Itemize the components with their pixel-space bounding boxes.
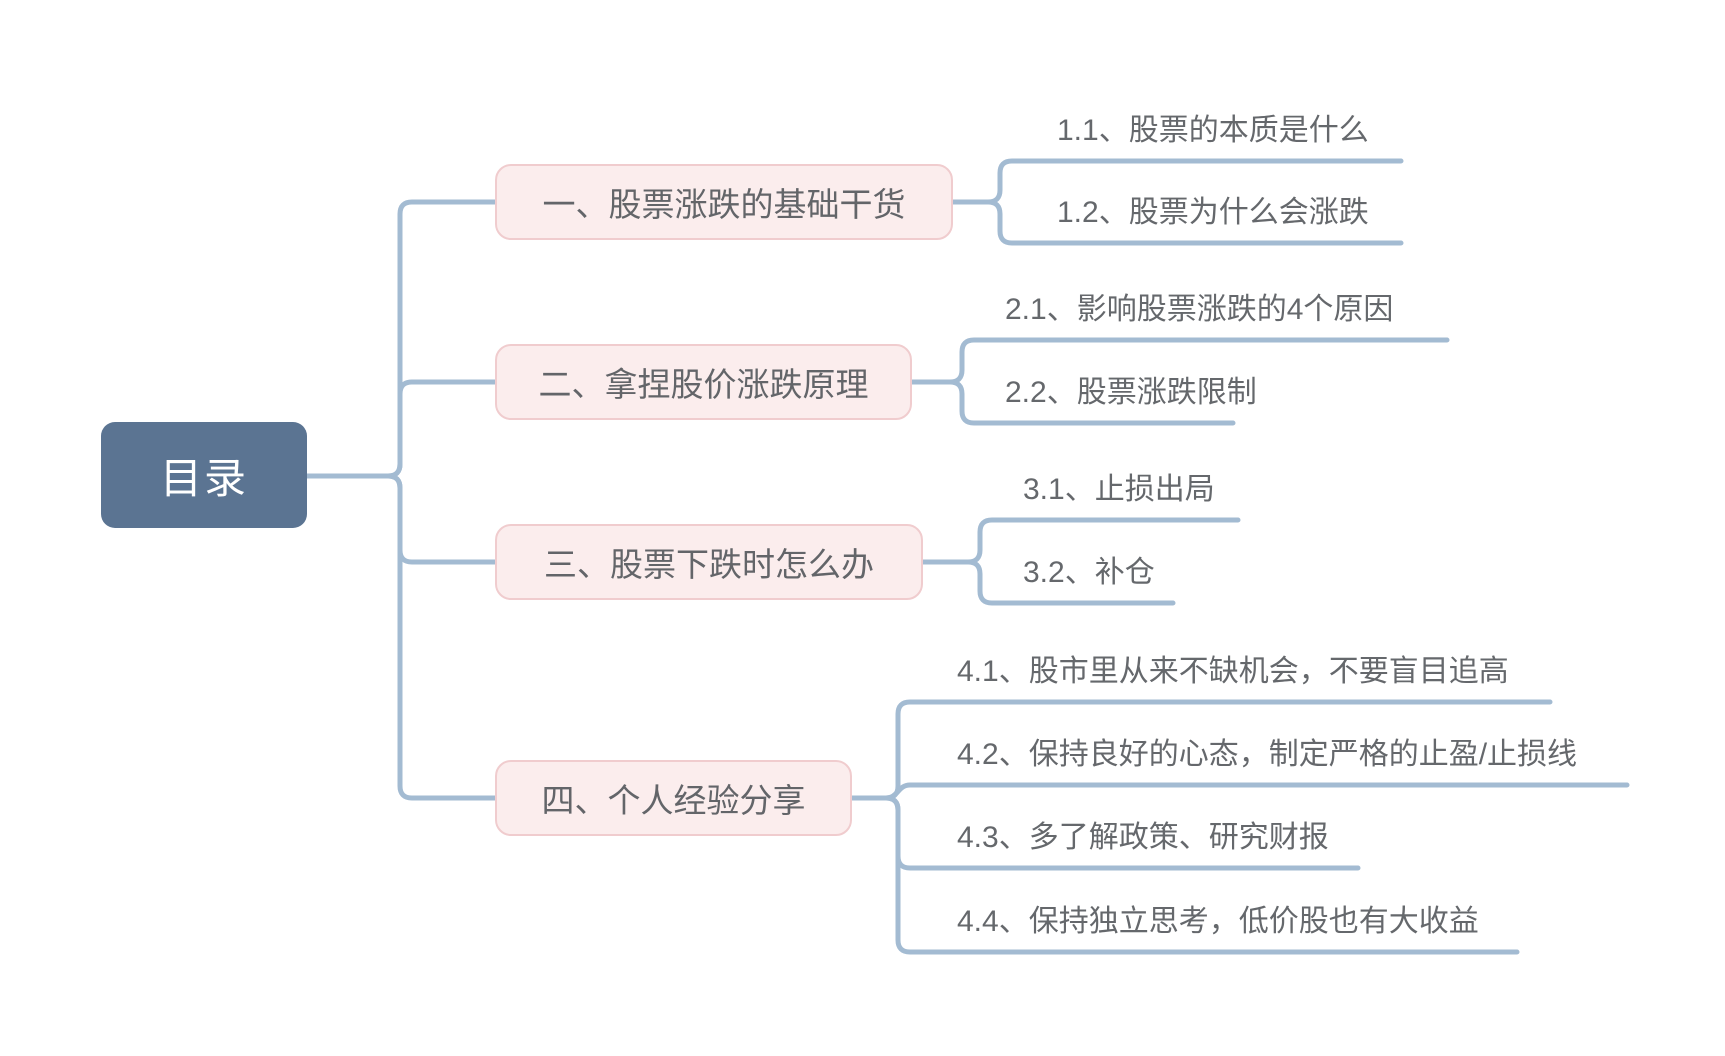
branch-node-3[interactable]: 三、股票下跌时怎么办 [495,524,923,600]
child-node-4-1[interactable]: 4.1、股市里从来不缺机会，不要盲目追高 [957,655,1509,688]
child-node-1-2[interactable]: 1.2、股票为什么会涨跌 [1057,196,1369,229]
child-node-3-2[interactable]: 3.2、补仓 [1023,556,1155,589]
child-node-2-2[interactable]: 2.2、股票涨跌限制 [1005,376,1257,409]
child-node-4-2[interactable]: 4.2、保持良好的心态，制定严格的止盈/止损线 [957,738,1578,771]
child-node-3-1[interactable]: 3.1、止损出局 [1023,473,1215,506]
branch-node-2[interactable]: 二、拿捏股价涨跌原理 [495,344,912,420]
branch-node-4[interactable]: 四、个人经验分享 [495,760,852,836]
child-node-4-3[interactable]: 4.3、多了解政策、研究财报 [957,821,1329,854]
branch-node-1[interactable]: 一、股票涨跌的基础干货 [495,164,953,240]
child-node-4-4[interactable]: 4.4、保持独立思考，低价股也有大收益 [957,905,1479,938]
child-node-2-1[interactable]: 2.1、影响股票涨跌的4个原因 [1005,293,1394,326]
root-node[interactable]: 目录 [101,422,307,528]
child-node-1-1[interactable]: 1.1、股票的本质是什么 [1057,114,1369,147]
